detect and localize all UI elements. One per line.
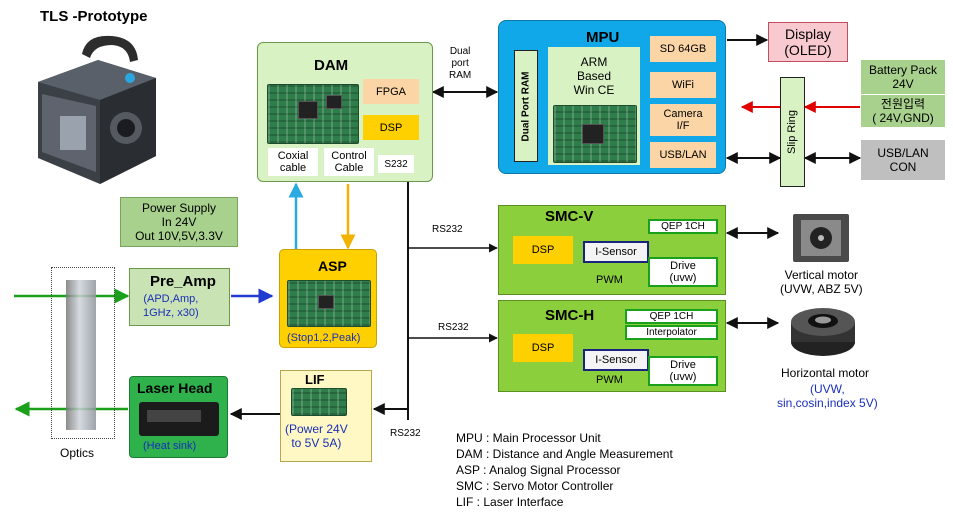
rs232-label-lif: RS232 — [390, 428, 421, 439]
legend-item: DAM : Distance and Angle Measurement — [456, 447, 673, 461]
coxial-cable-label: Coxial cable — [268, 148, 318, 176]
mpu-dual-port-ram: Dual Port RAM — [514, 50, 538, 162]
mpu-dual-port-ram-label: Dual Port RAM — [520, 71, 532, 141]
rs232-label-smch: RS232 — [438, 322, 469, 333]
asp-title: ASP — [318, 258, 347, 274]
device-title: TLS -Prototype — [40, 8, 148, 25]
legend: MPU : Main Processor Unit DAM : Distance… — [456, 430, 756, 510]
smch-isensor: I-Sensor — [583, 349, 649, 371]
smcv-drive: Drive (uvw) — [648, 257, 718, 287]
optics-frame — [51, 267, 115, 439]
preamp-block — [129, 268, 230, 326]
mpu-title: MPU — [586, 29, 620, 46]
dam-title: DAM — [314, 57, 349, 74]
slip-ring: Slip Ring — [780, 77, 805, 187]
mpu-sd-card: SD 64GB — [650, 36, 716, 62]
legend-item: ASP : Analog Signal Processor — [456, 463, 621, 477]
smch-title: SMC-H — [545, 307, 595, 324]
smch-qep: QEP 1CH — [625, 309, 718, 324]
preamp-title: Pre_Amp — [150, 273, 216, 290]
power-input: 전원입력 ( 24V,GND) — [861, 95, 945, 127]
legend-item: SMC : Servo Motor Controller — [456, 479, 614, 493]
smcv-dsp: DSP — [513, 236, 573, 264]
tls-device-image — [20, 32, 170, 194]
horizontal-motor-image — [788, 302, 858, 360]
usb-lan-connector: USB/LAN CON — [861, 140, 945, 180]
optics-lens-image — [66, 280, 96, 430]
battery-pack: Battery Pack 24V — [861, 60, 945, 94]
horizontal-motor-spec: (UVW, sin,cosin,index 5V) — [777, 382, 878, 410]
smcv-qep: QEP 1CH — [648, 219, 718, 234]
laser-head-title: Laser Head — [137, 380, 213, 396]
slip-ring-label: Slip Ring — [786, 109, 799, 155]
power-supply-box: Power Supply In 24V Out 10V,5V,3.3V — [120, 197, 238, 247]
smch-interpolator: Interpolator — [625, 325, 718, 340]
laser-head-spec: (Heat sink) — [143, 440, 197, 452]
optics-label: Optics — [60, 446, 95, 460]
asp-board-image — [287, 280, 371, 327]
lif-spec: (Power 24V to 5V 5A) — [285, 422, 348, 450]
mpu-camera-if: Camera I/F — [650, 104, 716, 136]
laser-head-image — [139, 402, 219, 436]
mpu-board-image — [553, 105, 637, 163]
smch-pwm: PWM — [596, 374, 623, 386]
mpu-arm-label: ARM Based Win CE — [573, 55, 615, 97]
dam-fpga: FPGA — [363, 79, 419, 104]
rs232-label-smcv: RS232 — [432, 224, 463, 235]
vertical-motor-image — [787, 210, 855, 265]
mpu-wifi: WiFi — [650, 72, 716, 98]
display-oled: Display (OLED) — [768, 22, 848, 62]
lif-title: LIF — [305, 372, 325, 387]
control-cable-label: Control Cable — [324, 148, 374, 176]
preamp-spec: (APD,Amp, 1GHz, x30) — [143, 293, 199, 319]
lif-block — [280, 370, 372, 462]
vertical-motor-label: Vertical motor (UVW, ABZ 5V) — [780, 268, 863, 296]
dam-board-image — [267, 84, 359, 144]
dam-s232-label: S232 — [378, 155, 414, 173]
smch-drive: Drive (uvw) — [648, 356, 718, 386]
legend-item: LIF : Laser Interface — [456, 495, 564, 509]
smch-dsp: DSP — [513, 334, 573, 362]
horizontal-motor-title: Horizontal motor — [781, 366, 870, 380]
mpu-usb-lan: USB/LAN — [650, 142, 716, 168]
lif-board-image — [291, 388, 347, 416]
smcv-isensor: I-Sensor — [583, 241, 649, 263]
smcv-title: SMC-V — [545, 208, 594, 225]
asp-spec: (Stop1,2,Peak) — [287, 332, 361, 344]
dual-port-ram-link-label: Dual port RAM — [449, 46, 472, 81]
legend-item: MPU : Main Processor Unit — [456, 431, 601, 445]
dam-dsp: DSP — [363, 115, 419, 140]
smcv-pwm: PWM — [596, 274, 623, 286]
